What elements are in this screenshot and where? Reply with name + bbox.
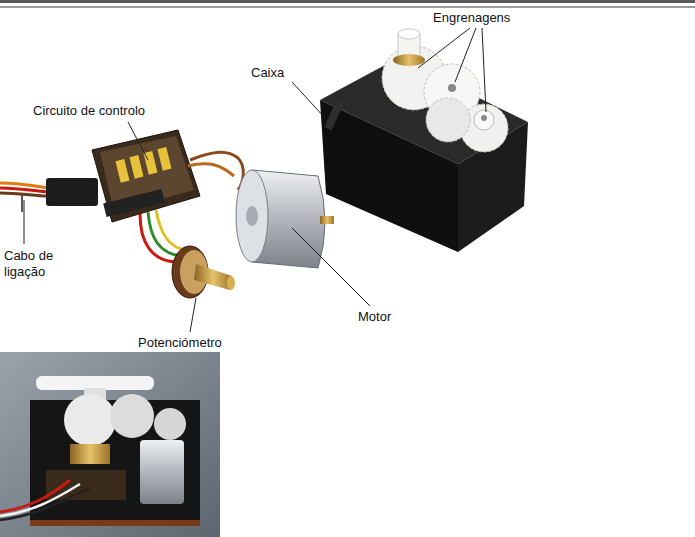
part-label: Motor <box>358 309 391 325</box>
wires <box>140 152 243 262</box>
connector <box>46 178 98 206</box>
case <box>320 58 528 252</box>
part-label: Caixa <box>251 65 284 81</box>
top-rule <box>0 6 695 8</box>
top-rule <box>0 0 695 3</box>
part-label: Engrenagens <box>433 10 510 26</box>
potentiometer <box>172 246 235 298</box>
part-label: Cabo de ligação <box>4 248 76 280</box>
servo-photo <box>0 352 220 537</box>
motor <box>236 170 334 268</box>
control-board <box>92 130 200 222</box>
leader-lines <box>24 28 486 332</box>
part-label: Potenciómetro <box>138 335 222 351</box>
part-label: Circuito de controlo <box>33 103 145 119</box>
gears <box>382 29 508 152</box>
